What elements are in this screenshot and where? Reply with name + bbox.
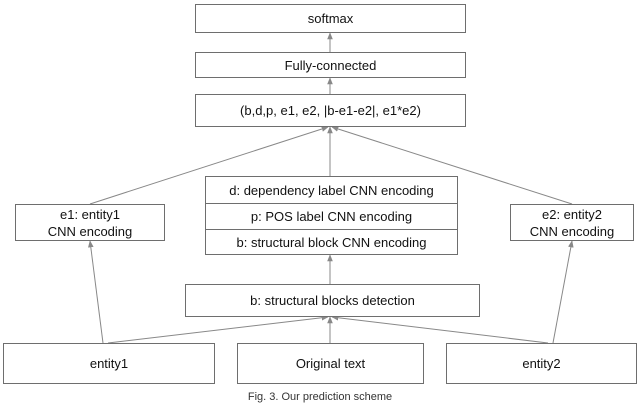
arrow-entity2-to-e2enc	[552, 240, 574, 344]
original-text-node: Original text	[237, 343, 424, 384]
encodings-stack: d: dependency label CNN encoding p: POS …	[205, 176, 458, 255]
softmax-label: softmax	[307, 11, 354, 26]
pos-encoding-row: p: POS label CNN encoding	[206, 203, 457, 229]
e1-encoding-line-2: CNN encoding	[47, 223, 133, 239]
fully-connected-node: Fully-connected	[195, 52, 466, 78]
fully-connected-label: Fully-connected	[284, 57, 377, 73]
e1-encoding-line-1: e1: entity1	[60, 206, 120, 222]
arrow-e2enc-to-concat	[331, 126, 573, 205]
dependency-encoding-row: d: dependency label CNN encoding	[229, 182, 434, 198]
arrow-e1enc-to-concat	[89, 126, 329, 205]
e1-encoding-node: e1: entity1 CNN encoding	[15, 204, 165, 241]
figure-caption: Fig. 3. Our prediction scheme	[247, 391, 393, 403]
arrow-entity2-to-detection	[331, 314, 549, 344]
entity2-node: entity2	[446, 343, 637, 384]
block-detection-node: b: structural blocks detection	[185, 284, 480, 317]
e2-encoding-line-2: CNN encoding	[529, 223, 615, 239]
concat-label: (b,d,p, e1, e2, |b-e1-e2|, e1*e2)	[240, 103, 421, 118]
entity1-node: entity1	[3, 343, 215, 384]
entity1-label: entity1	[89, 356, 129, 371]
block-detection-label: b: structural blocks detection	[250, 293, 415, 308]
arrow-entity1-to-detection	[107, 314, 329, 344]
arrow-entity1-to-e1enc	[88, 240, 104, 344]
original-text-label: Original text	[295, 356, 366, 371]
structural-encoding-row: b: structural block CNN encoding	[206, 229, 457, 255]
softmax-node: softmax	[195, 4, 466, 33]
e2-encoding-node: e2: entity2 CNN encoding	[510, 204, 634, 241]
e2-encoding-line-1: e2: entity2	[542, 206, 602, 222]
concat-node: (b,d,p, e1, e2, |b-e1-e2|, e1*e2)	[195, 94, 466, 127]
entity2-label: entity2	[522, 356, 561, 371]
